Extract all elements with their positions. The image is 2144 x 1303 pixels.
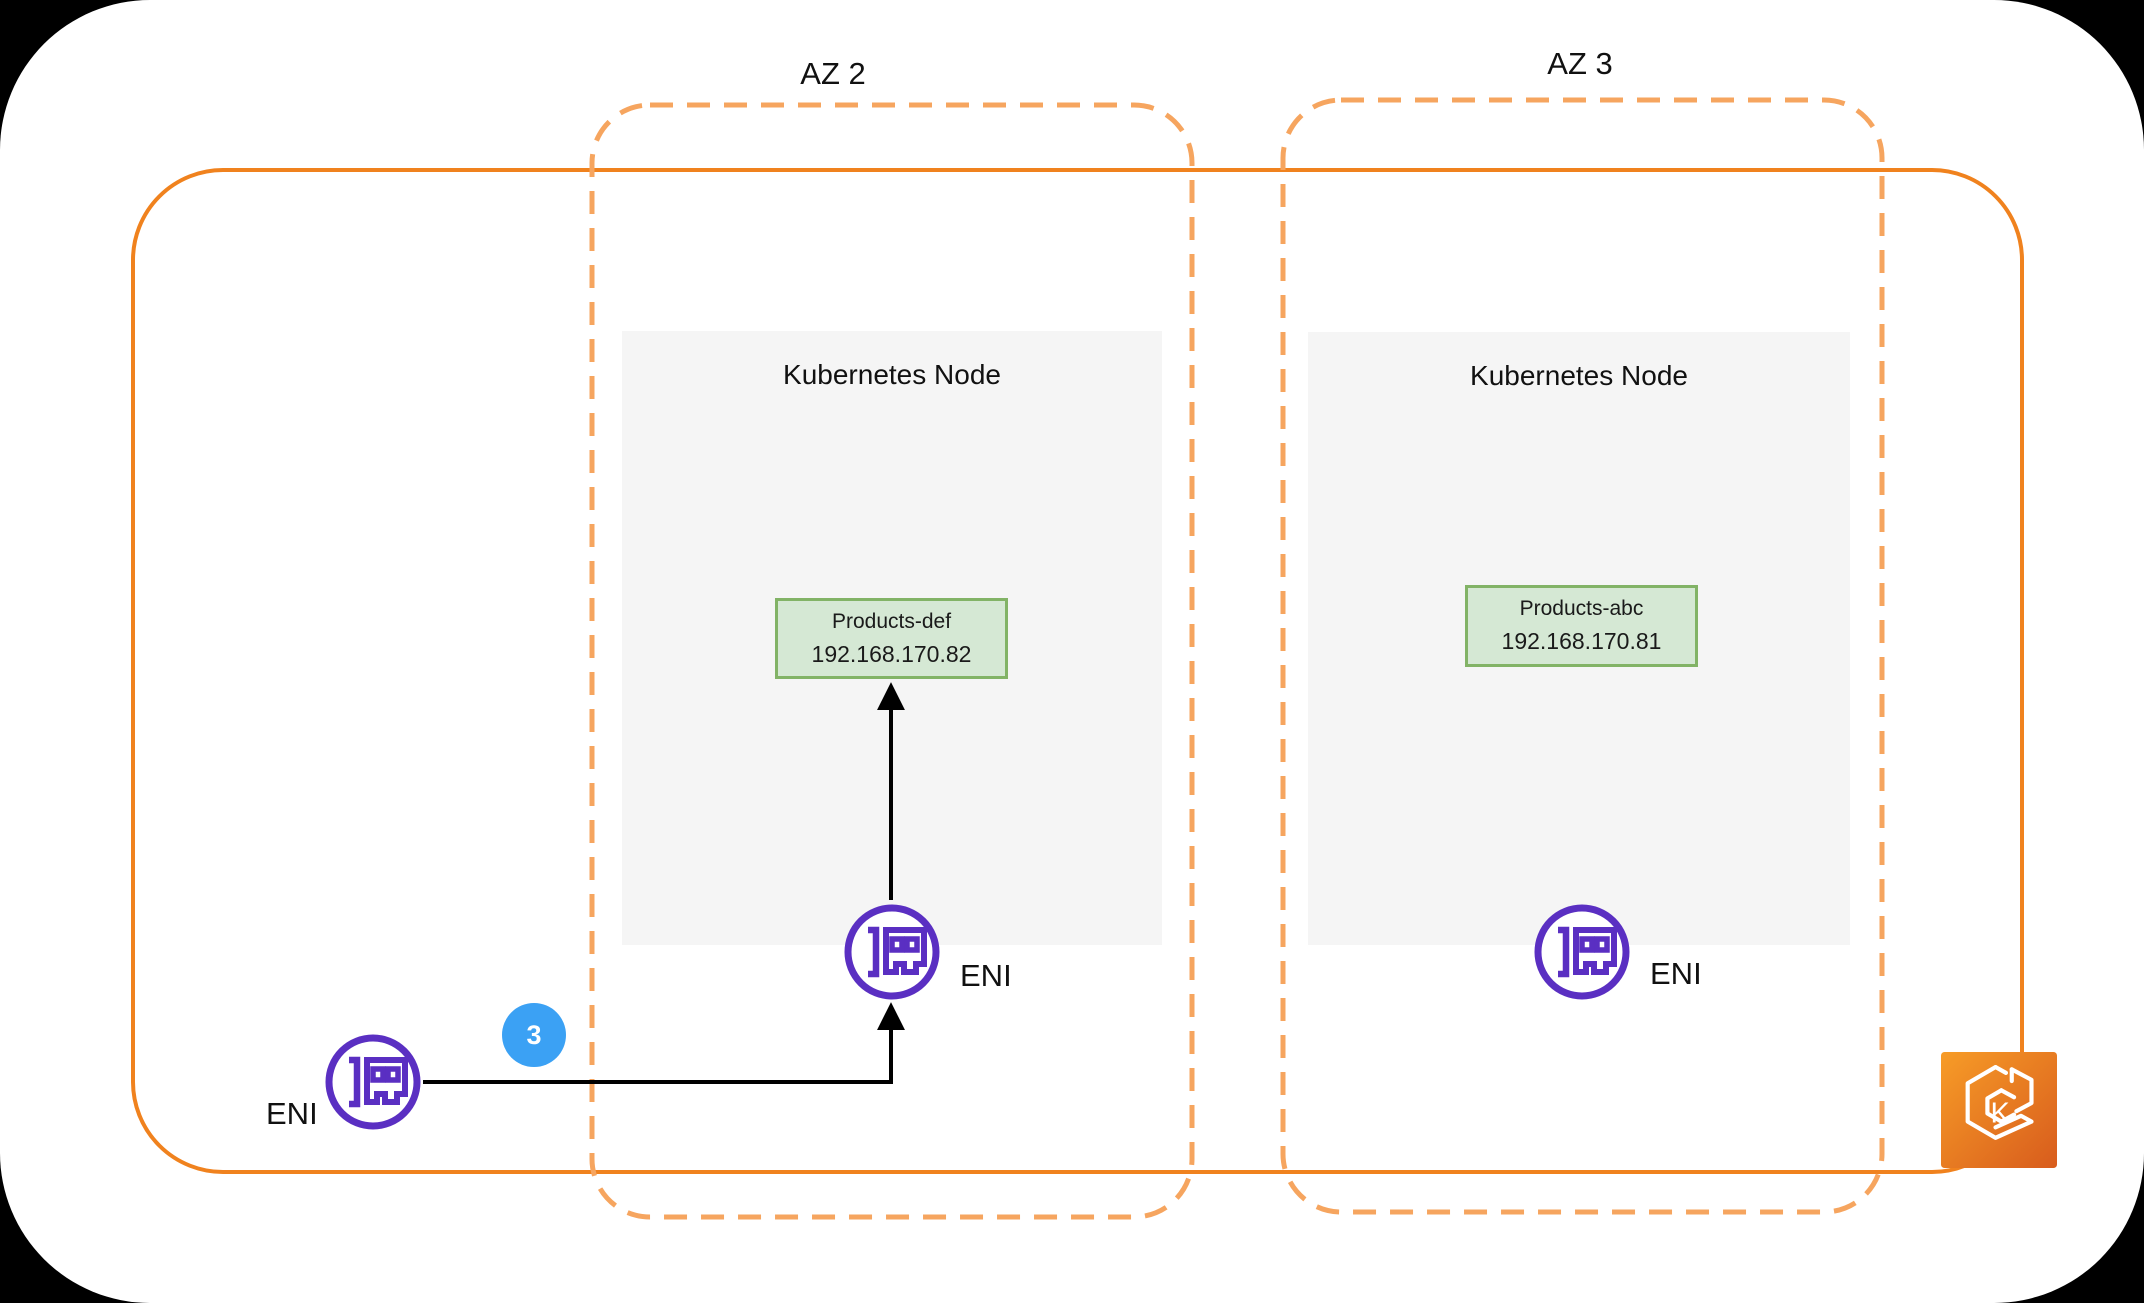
eks-letter: K <box>1990 1097 2010 1129</box>
kubernetes-node-title: Kubernetes Node <box>1470 360 1688 391</box>
step-badge: 3 <box>502 1003 566 1067</box>
step-badge-number: 3 <box>526 1019 542 1050</box>
kubernetes-node-title: Kubernetes Node <box>783 359 1001 390</box>
source-eni-label: ENI <box>266 1096 318 1131</box>
eni-icon <box>1532 902 1632 1002</box>
eni-icon <box>323 1032 423 1132</box>
az3-label: AZ 3 <box>1547 46 1613 81</box>
pod-name: Products-abc <box>1519 597 1644 620</box>
az2-label: AZ 2 <box>800 56 866 91</box>
pod-name: Products-def <box>831 609 952 633</box>
eks-icon: K <box>1940 1052 2058 1168</box>
az2-eni-label: ENI <box>960 958 1012 993</box>
pod-ip: 192.168.170.82 <box>811 640 972 667</box>
pod-box-products-def: Products-def 192.168.170.82 <box>775 598 1008 679</box>
az3-eni-label: ENI <box>1650 956 1702 991</box>
pod-ip: 192.168.170.81 <box>1501 628 1662 654</box>
eni-icon <box>842 902 942 1002</box>
pod-box-products-abc: Products-abc 192.168.170.81 <box>1465 585 1698 667</box>
